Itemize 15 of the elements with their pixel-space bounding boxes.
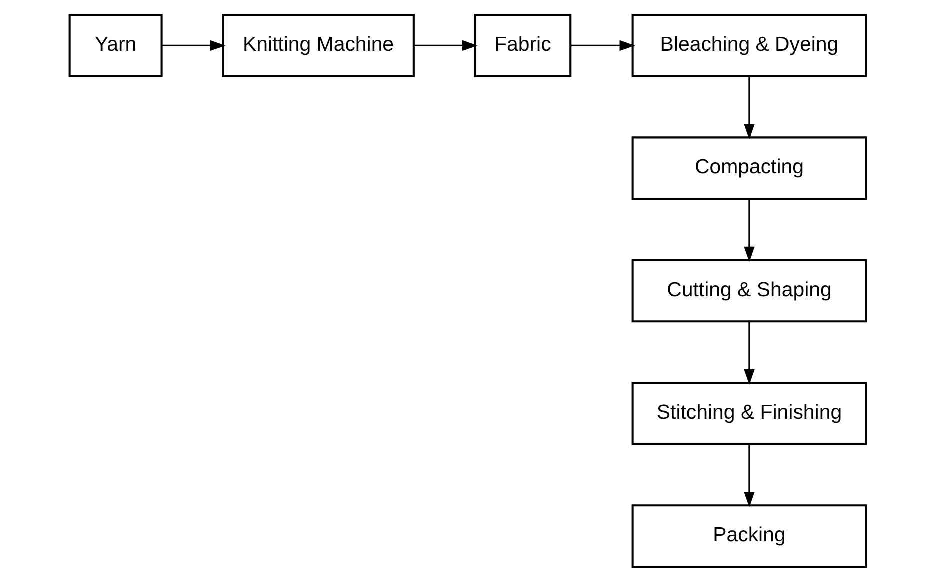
arrow (162, 40, 226, 52)
node-box: Packing (632, 504, 868, 568)
arrow (414, 40, 478, 52)
node-box: Bleaching & Dyeing (632, 14, 868, 78)
node-box: Compacting (632, 136, 868, 200)
arrow (571, 40, 636, 52)
arrow (744, 199, 755, 262)
node-box: Fabric (474, 14, 572, 78)
node-box: Knitting Machine (222, 14, 415, 78)
node-box: Stitching & Finishing (632, 382, 868, 446)
node-box: Yarn (68, 14, 163, 78)
node-box: Cutting & Shaping (632, 259, 868, 323)
arrow (744, 444, 755, 508)
arrow (744, 322, 755, 385)
arrow (744, 76, 755, 140)
